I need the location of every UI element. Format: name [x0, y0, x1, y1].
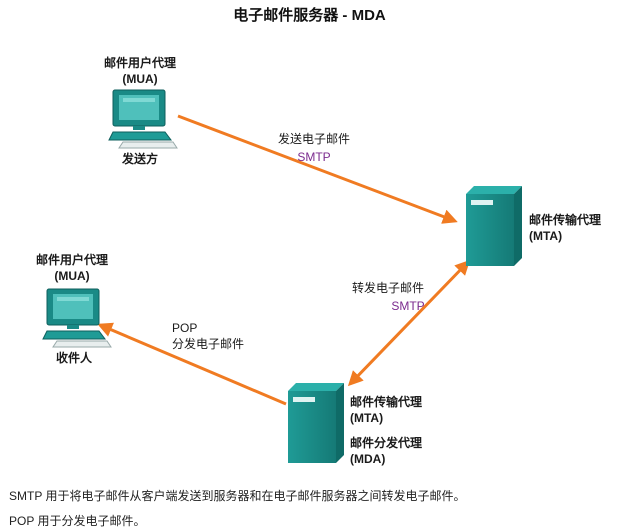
- forward-email-arrow: [347, 259, 471, 387]
- mta-server-icon: [466, 186, 522, 266]
- sender-computer-icon: [108, 89, 178, 149]
- diagram-title: 电子邮件服务器 - MDA: [233, 7, 386, 24]
- receiver-computer-icon: [42, 288, 112, 348]
- receiver-abbr-label: (MUA): [54, 269, 90, 283]
- mta-abbr-label: (MTA): [529, 229, 563, 243]
- receiver-name-label: 收件人: [55, 351, 92, 365]
- smtp-note: SMTP 用于将电子邮件从客户端发送到服务器和在电子邮件服务器之间转发电子邮件。: [9, 489, 466, 503]
- forward-arrow-protocol: SMTP: [391, 299, 425, 313]
- send-arrow-protocol: SMTP: [297, 150, 331, 164]
- sender-role-label: 邮件用户代理: [103, 56, 176, 70]
- mta-role-label: 邮件传输代理: [529, 213, 602, 227]
- send-arrow-label: 发送电子邮件: [277, 132, 350, 146]
- pop-note: POP 用于分发电子邮件。: [9, 514, 146, 528]
- mda-server-icon: [288, 383, 344, 463]
- mda-server-mta-role-label: 邮件传输代理: [350, 395, 423, 409]
- sender-name-label: 发送方: [121, 152, 158, 166]
- deliver-email-arrow: [97, 322, 287, 406]
- mda-abbr-label: (MDA): [350, 452, 386, 466]
- deliver-arrow-protocol: POP: [172, 321, 198, 335]
- mda-role-label: 邮件分发代理: [350, 436, 423, 450]
- deliver-arrow-label: 分发电子邮件: [172, 337, 245, 351]
- sender-abbr-label: (MUA): [122, 72, 158, 86]
- send-email-arrow: [177, 114, 458, 224]
- forward-arrow-label: 转发电子邮件: [351, 281, 424, 295]
- receiver-role-label: 邮件用户代理: [35, 253, 108, 267]
- mda-server-mta-abbr-label: (MTA): [350, 411, 384, 425]
